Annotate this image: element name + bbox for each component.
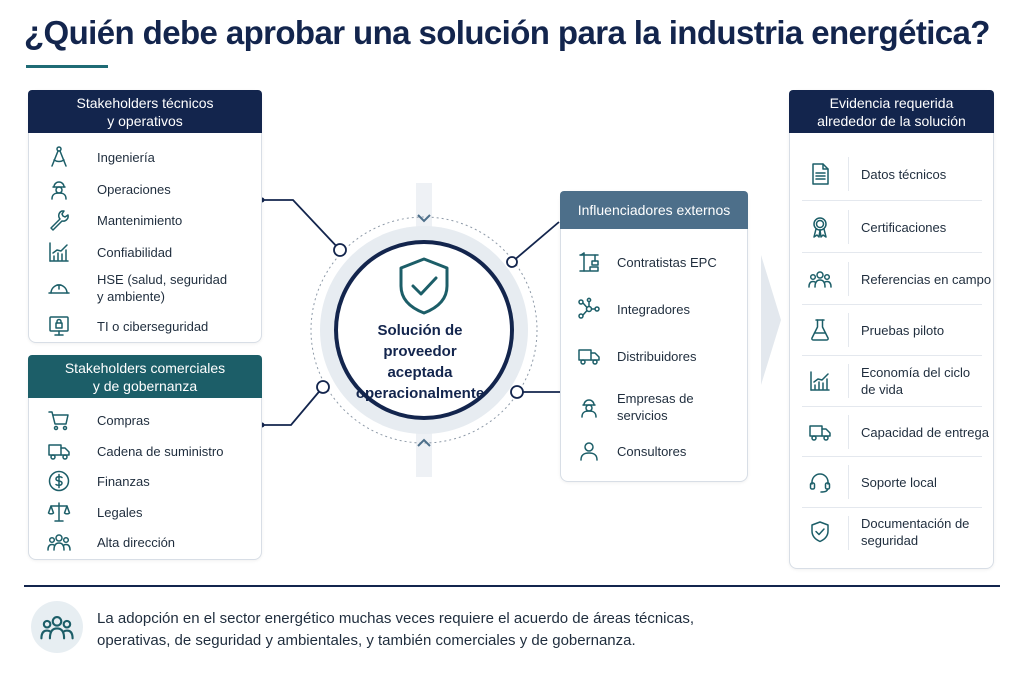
shield-check-icon [806, 518, 834, 546]
list-item-operaciones: Operaciones [45, 175, 171, 203]
list-item-ingenieria: Ingeniería [45, 143, 155, 171]
footer-note: La adopción en el sector energético much… [97, 610, 695, 649]
list-item-consultores: Consultores [575, 437, 686, 465]
shield-check-icon [399, 257, 449, 315]
flask-icon [806, 316, 834, 344]
title-underline [26, 65, 108, 68]
list-item-ti: TI o ciberseguridad [45, 312, 208, 340]
bottom-divider [24, 585, 1000, 587]
connector-commercial [262, 386, 324, 426]
crane-icon [575, 248, 603, 276]
evidence-panel-header: Evidencia requerida alrededor de la solu… [789, 90, 994, 133]
arrow-chevron [761, 255, 781, 385]
list-item-confiabilidad: Confiabilidad [45, 238, 172, 266]
person-icon [575, 437, 603, 465]
evidence-item-documentacion: Documentación de seguridad [806, 515, 969, 549]
wrench-icon [45, 206, 73, 234]
technical-stakeholders-panel: Stakeholders técnicos y operativos Ingen… [28, 90, 262, 343]
list-item-hse: HSE (salud, seguridad y ambiente) [45, 271, 227, 305]
award-icon [806, 213, 834, 241]
list-item-distribuidores: Distribuidores [575, 342, 696, 370]
evidence-item-soporte: Soporte local [806, 468, 937, 496]
group-icon [45, 528, 73, 556]
evidence-item-certificaciones: Certificaciones [806, 213, 946, 241]
list-item-cadena: Cadena de suministro [45, 437, 223, 465]
note-badge [31, 601, 83, 653]
truck-icon [806, 418, 834, 446]
list-item-alta-direccion: Alta dirección [45, 528, 175, 556]
worker-icon [45, 175, 73, 203]
group-icon [40, 616, 74, 640]
connector-external-top [511, 221, 560, 263]
evidence-panel: Evidencia requerida alrededor de la solu… [789, 90, 994, 569]
chart-icon [806, 367, 834, 395]
list-item-epc: Contratistas EPC [575, 248, 717, 276]
node-commercial [316, 380, 330, 394]
evidence-item-datos: Datos técnicos [806, 160, 946, 188]
chart-icon [45, 238, 73, 266]
list-item-integradores: Integradores [575, 295, 690, 323]
evidence-item-pruebas: Pruebas piloto [806, 316, 944, 344]
commercial-stakeholders-panel: Stakeholders comerciales y de gobernanza… [28, 355, 262, 560]
connector-technical [262, 199, 341, 251]
hardhat-icon [45, 274, 73, 302]
node-external-bottom [510, 385, 524, 399]
truck-icon [575, 342, 603, 370]
cart-icon [45, 406, 73, 434]
network-icon [575, 295, 603, 323]
dollar-icon [45, 467, 73, 495]
list-item-empresas-servicios: Empresas de servicios [575, 390, 747, 424]
compass-icon [45, 143, 73, 171]
chevron-down-icon [417, 214, 431, 223]
page-title: ¿Quién debe aprobar una solución para la… [24, 14, 990, 51]
node-external-top [506, 256, 518, 268]
external-panel-header: Influenciadores externos [560, 191, 748, 229]
list-item-compras: Compras [45, 406, 150, 434]
truck-icon [45, 437, 73, 465]
worker-icon [575, 393, 603, 421]
list-item-finanzas: Finanzas [45, 467, 150, 495]
list-item-legales: Legales [45, 498, 143, 526]
technical-panel-header: Stakeholders técnicos y operativos [28, 90, 262, 133]
commercial-panel-header: Stakeholders comerciales y de gobernanza [28, 355, 262, 398]
scales-icon [45, 498, 73, 526]
chevron-up-icon [417, 438, 431, 447]
external-influencers-panel: Influenciadores externos Contratistas EP… [560, 191, 748, 482]
evidence-item-capacidad: Capacidad de entrega [806, 418, 989, 446]
document-icon [806, 160, 834, 188]
monitor-lock-icon [45, 312, 73, 340]
evidence-item-referencias: Referencias en campo [806, 265, 991, 293]
headset-icon [806, 468, 834, 496]
evidence-item-economia: Economía del ciclo de vida [806, 364, 970, 398]
list-item-mantenimiento: Mantenimiento [45, 206, 182, 234]
node-technical [333, 243, 347, 257]
group-icon [806, 265, 834, 293]
center-label: Solución de proveedor aceptada operacion… [355, 322, 485, 402]
